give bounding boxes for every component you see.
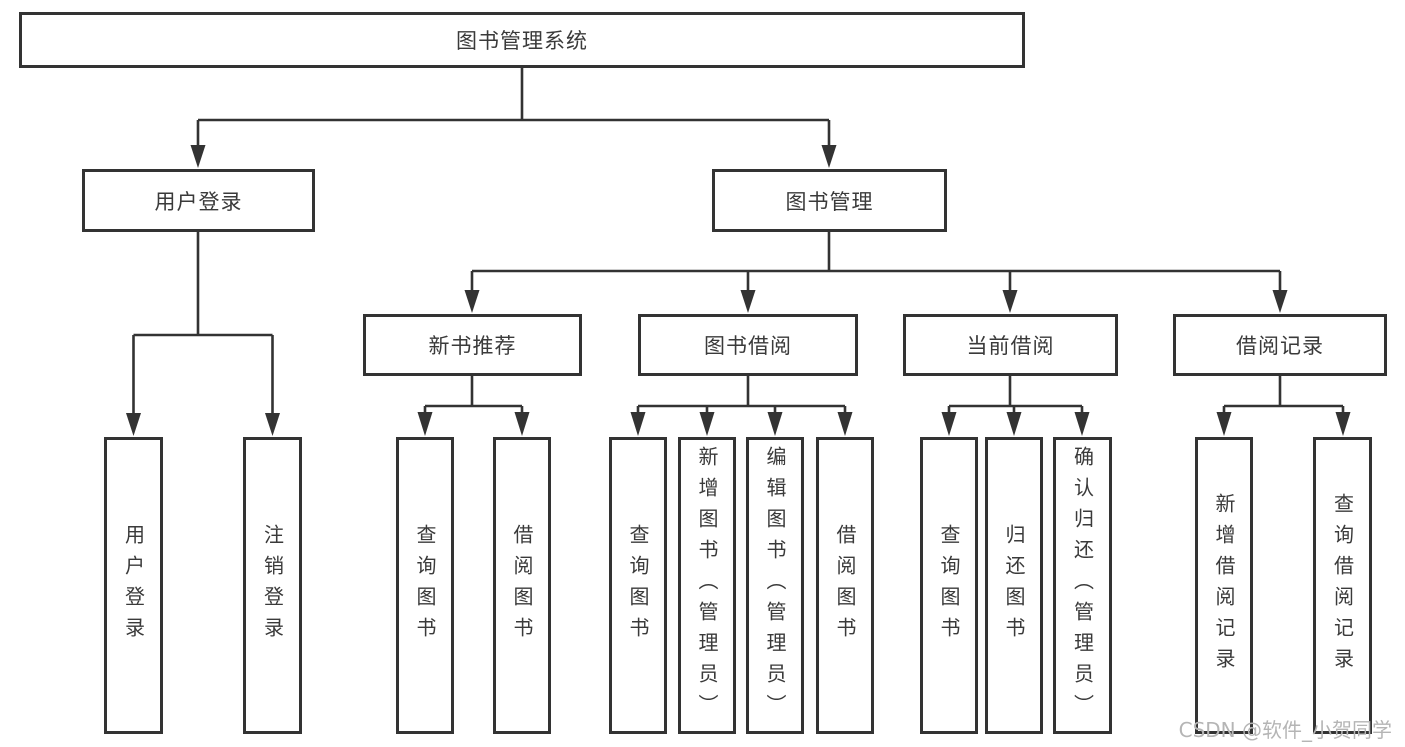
node-search-borrow-record: 查询借阅记录 (1313, 437, 1372, 734)
node-edit-books-admin: 编辑图书（管理员） (746, 437, 804, 734)
node-borrowing-records: 借阅记录 (1173, 314, 1387, 376)
node-label: 当前借阅 (966, 334, 1055, 358)
node-current-borrowing: 当前借阅 (903, 314, 1118, 376)
node-label: 注销登录 (260, 523, 285, 648)
node-label: 借阅图书 (510, 523, 534, 648)
node-label: 编辑图书（管理员） (763, 446, 787, 725)
node-book-borrowing: 图书借阅 (638, 314, 858, 376)
node-logout-leaf: 注销登录 (243, 437, 302, 734)
node-user-login: 用户登录 (82, 169, 315, 232)
node-search-books-rec: 查询图书 (396, 437, 454, 734)
node-library-management-system: 图书管理系统 (19, 12, 1025, 68)
node-search-books-borrow: 查询图书 (609, 437, 667, 734)
node-label: 归还图书 (1002, 523, 1026, 648)
node-label: 查询图书 (413, 523, 437, 648)
node-label: 新增借阅记录 (1212, 492, 1236, 679)
node-label: 新书推荐 (428, 334, 517, 358)
node-book-management: 图书管理 (712, 169, 947, 232)
node-search-books-current: 查询图书 (920, 437, 978, 734)
node-label: 确认归还（管理员） (1070, 446, 1095, 725)
node-return-books: 归还图书 (985, 437, 1043, 734)
node-label: 借阅记录 (1236, 334, 1324, 358)
node-label: 图书管理 (785, 189, 874, 214)
node-borrow-books-leaf: 借阅图书 (816, 437, 874, 734)
node-confirm-return-admin: 确认归还（管理员） (1053, 437, 1112, 734)
node-new-book-recommendation: 新书推荐 (363, 314, 582, 376)
node-label: 用户登录 (154, 189, 243, 214)
node-label: 新增图书（管理员） (695, 446, 719, 725)
node-label: 借阅图书 (833, 523, 857, 648)
node-add-books-admin: 新增图书（管理员） (678, 437, 736, 734)
csdn-watermark: CSDN @软件_小贺同学 (1178, 718, 1392, 742)
node-label: 图书借阅 (704, 334, 792, 358)
node-label: 用户登录 (121, 523, 146, 648)
node-borrow-books-rec: 借阅图书 (493, 437, 551, 734)
node-label: 查询图书 (626, 523, 650, 648)
node-label: 图书管理系统 (456, 29, 588, 53)
node-label: 查询借阅记录 (1330, 492, 1355, 679)
node-user-login-leaf: 用户登录 (104, 437, 163, 734)
node-label: 查询图书 (937, 523, 961, 648)
node-add-borrow-record: 新增借阅记录 (1195, 437, 1253, 734)
